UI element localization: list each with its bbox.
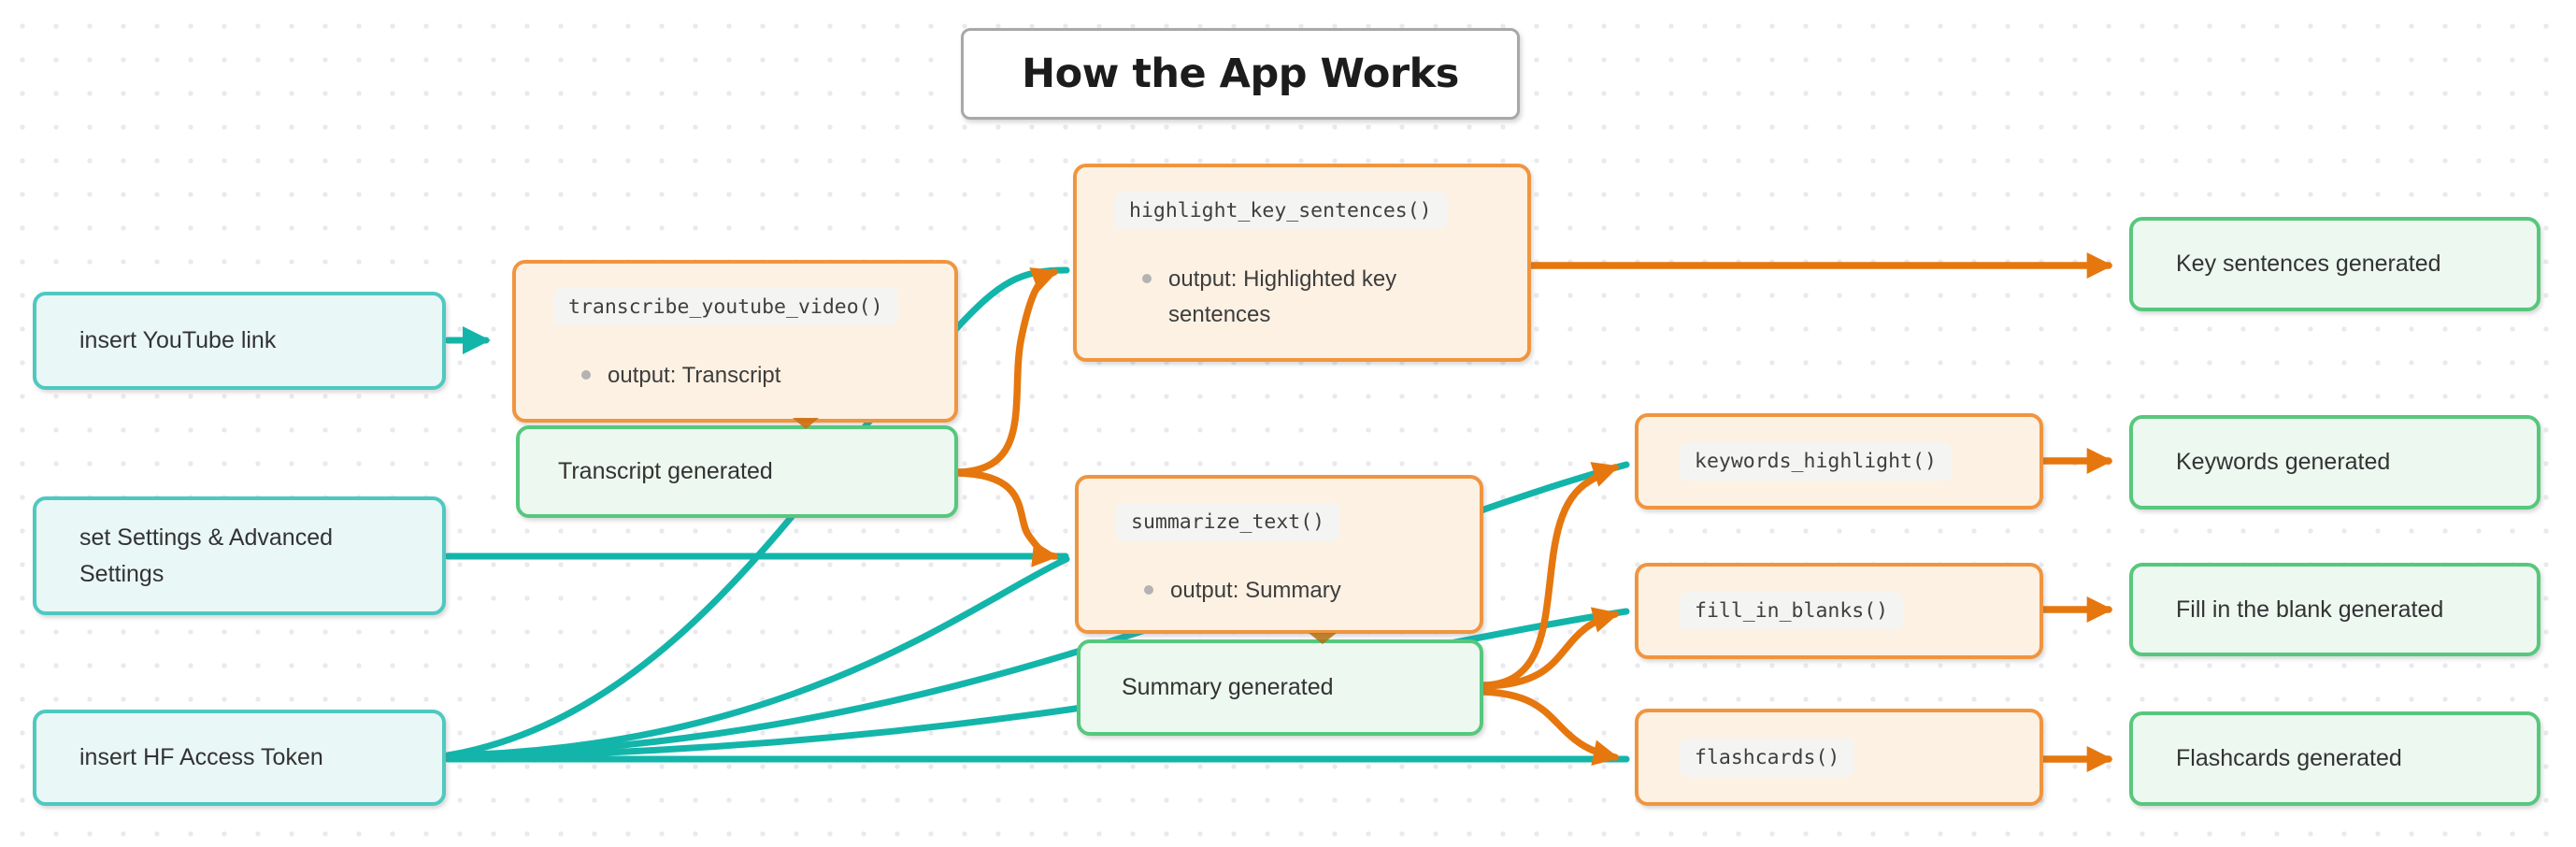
node-keywords-generated: Keywords generated xyxy=(2129,415,2540,510)
bullet-icon xyxy=(1142,274,1152,283)
node-insert-youtube-link: insert YouTube link xyxy=(33,292,446,390)
code-chip: highlight_key_sentences() xyxy=(1114,192,1447,230)
node-transcribe-youtube-video: transcribe_youtube_video() output: Trans… xyxy=(512,260,958,423)
edge-transcript-to-highlight xyxy=(954,267,1059,476)
node-transcript-generated: Transcript generated xyxy=(516,425,958,518)
node-label: insert HF Access Token xyxy=(79,744,323,771)
node-label: Transcript generated xyxy=(558,458,773,485)
node-label: Fill in the blank generated xyxy=(2176,596,2444,623)
node-insert-hf-access-token: insert HF Access Token xyxy=(33,710,446,806)
node-fill-in-blanks: fill_in_blanks() xyxy=(1635,563,2043,659)
edge-summary-to-flashcards xyxy=(1480,688,1620,766)
code-chip: fill_in_blanks() xyxy=(1680,592,1904,630)
node-summarize-text: summarize_text() output: Summary xyxy=(1075,475,1483,634)
output-text: output: Highlighted key sentences xyxy=(1168,266,1397,327)
output-text: output: Transcript xyxy=(608,363,781,388)
node-key-sentences-generated: Key sentences generated xyxy=(2129,217,2540,311)
node-label: Keywords generated xyxy=(2176,449,2391,476)
node-label: insert YouTube link xyxy=(79,327,277,354)
bullet-icon xyxy=(581,370,591,380)
node-keywords-highlight: keywords_highlight() xyxy=(1635,413,2043,510)
code-chip: summarize_text() xyxy=(1116,503,1340,541)
node-label: Flashcards generated xyxy=(2176,745,2402,772)
node-label: Summary generated xyxy=(1122,674,1334,701)
edge-summary-to-fill-blanks xyxy=(1480,607,1620,690)
node-flashcards: flashcards() xyxy=(1635,709,2043,806)
edge-summary-to-keywords xyxy=(1480,462,1620,689)
diagram-title: How the App Works xyxy=(1022,50,1459,97)
node-summary-generated: Summary generated xyxy=(1077,639,1483,736)
node-flashcards-generated: Flashcards generated xyxy=(2129,711,2540,806)
output-bullet-row: output: Highlighted key sentences xyxy=(1142,262,1527,333)
edge-hf-token-to-summarize xyxy=(444,555,1070,759)
edge-transcript-to-summarize xyxy=(954,469,1059,567)
node-set-settings: set Settings & Advanced Settings xyxy=(33,496,446,615)
bullet-icon xyxy=(1144,585,1153,595)
node-highlight-key-sentences: highlight_key_sentences() output: Highli… xyxy=(1073,164,1531,362)
node-label: Key sentences generated xyxy=(2176,251,2441,278)
code-chip: flashcards() xyxy=(1680,738,1855,777)
output-bullet-row: output: Summary xyxy=(1144,573,1480,609)
diagram-title-box: How the App Works xyxy=(961,28,1520,120)
node-fill-in-blank-generated: Fill in the blank generated xyxy=(2129,563,2540,656)
node-label: set Settings & Advanced Settings xyxy=(79,524,334,587)
code-chip: transcribe_youtube_video() xyxy=(553,288,898,326)
output-bullet-row: output: Transcript xyxy=(581,358,954,394)
code-chip: keywords_highlight() xyxy=(1680,442,1952,481)
output-text: output: Summary xyxy=(1170,578,1341,603)
